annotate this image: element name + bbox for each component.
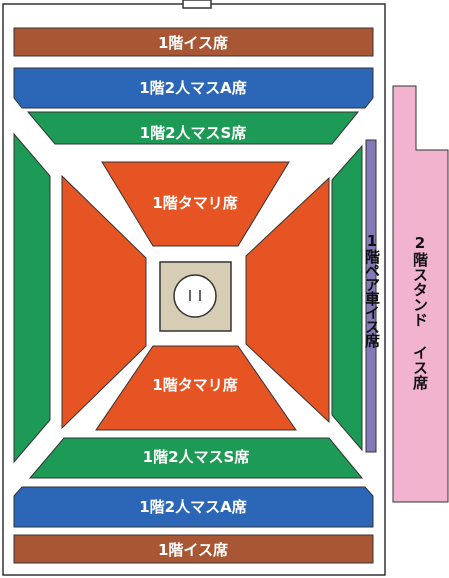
dohyo-ring-icon xyxy=(159,261,232,332)
top-chair-label: 1階イス席 xyxy=(158,34,228,52)
top-chair-section[interactable]: 1階イス席 xyxy=(13,27,374,57)
bottom-masu-s-block xyxy=(28,437,364,479)
upper-tamari-section[interactable]: 1階タマリ席 xyxy=(101,161,290,247)
bottom-masu-a-section[interactable]: 1階2人マスA席 xyxy=(13,486,374,528)
top-entrance-marker xyxy=(182,0,212,9)
top-masu-a-label: 1階2人マスA席 xyxy=(139,79,246,97)
top-masu-s-section[interactable]: 1階2人マスS席 xyxy=(26,111,360,145)
top-masu-a-block xyxy=(13,67,374,109)
bottom-chair-block xyxy=(13,534,374,564)
bottom-masu-s-section[interactable]: 1階2人マスS席 xyxy=(28,437,364,479)
top-masu-a-section[interactable]: 1階2人マスA席 xyxy=(13,67,374,109)
upper-tamari-label: 1階タマリ席 xyxy=(152,194,237,212)
lower-tamari-block xyxy=(95,345,297,431)
pair-wheelchair-strip xyxy=(365,139,377,453)
right-masu-section[interactable] xyxy=(331,144,363,452)
pair-wheelchair-label: 1階ペア車イス席 xyxy=(363,232,381,349)
second-floor-stand-block xyxy=(392,85,449,503)
pair-wheelchair-section[interactable]: 1階ペア車イス席 xyxy=(363,139,381,453)
bottom-chair-section[interactable]: 1階イス席 xyxy=(13,534,374,564)
second-floor-stand-section[interactable]: 2階スタンド イス席 xyxy=(392,85,449,503)
top-masu-s-block xyxy=(26,111,360,145)
bottom-masu-s-label: 1階2人マスS席 xyxy=(143,448,250,466)
bottom-masu-a-block xyxy=(13,486,374,528)
lower-tamari-section[interactable]: 1階タマリ席 xyxy=(95,345,297,431)
top-chair-block xyxy=(13,27,374,57)
right-tamari-section[interactable] xyxy=(245,176,330,424)
second-floor-stand-label: 2階スタンド イス席 xyxy=(411,234,429,391)
upper-tamari-block xyxy=(101,161,290,247)
lower-tamari-label: 1階タマリ席 xyxy=(152,376,237,394)
bottom-masu-a-label: 1階2人マスA席 xyxy=(139,498,246,516)
top-masu-s-label: 1階2人マスS席 xyxy=(140,124,247,142)
bottom-chair-label: 1階イス席 xyxy=(158,541,228,559)
left-masu-section[interactable] xyxy=(13,132,51,464)
left-tamari-section[interactable] xyxy=(61,174,147,430)
